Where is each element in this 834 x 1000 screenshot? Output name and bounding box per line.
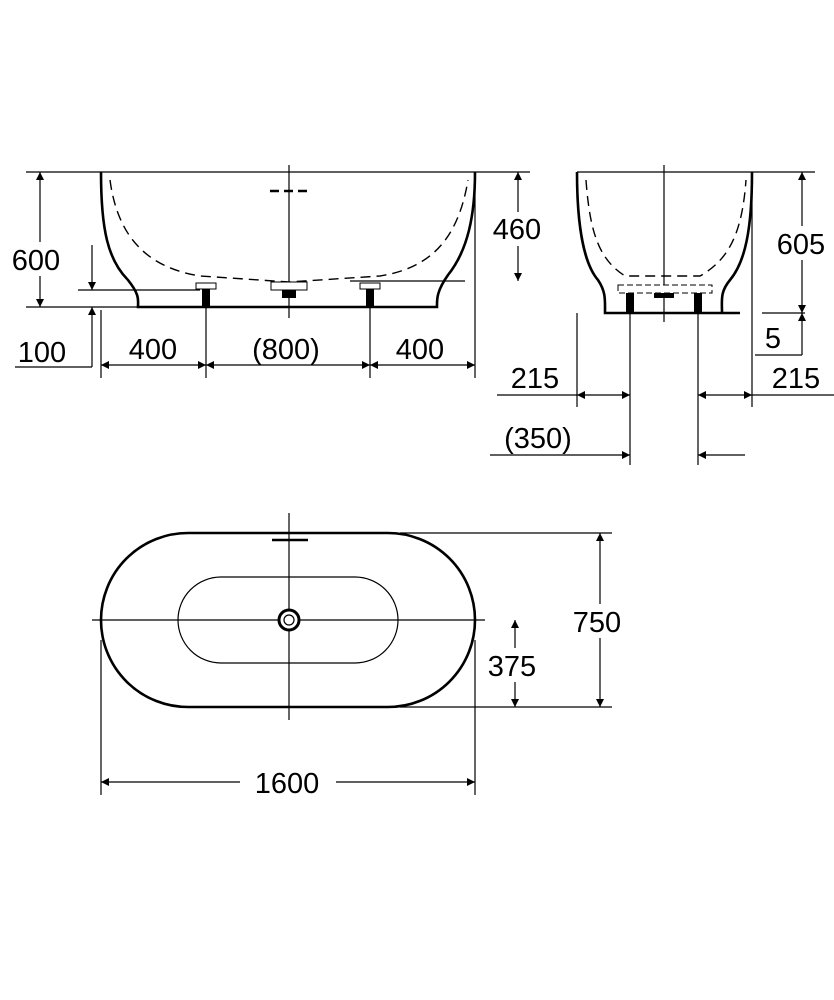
- dim-foot-height: 100: [18, 337, 66, 369]
- feet: [195, 281, 381, 307]
- dim-width: 750: [573, 607, 621, 639]
- dim-half-width: 375: [488, 651, 536, 683]
- front-view: 600 100 460 400 (800) 400: [8, 165, 548, 378]
- dim-foot-offset-left: 400: [129, 334, 177, 366]
- feet: [617, 284, 713, 313]
- dim-overall-height: 600: [12, 245, 60, 277]
- dim-foot-adjust: 5: [765, 323, 781, 355]
- drain-icon: [277, 608, 301, 632]
- dim-offset-right: 215: [772, 363, 820, 395]
- dim-foot-offset-right: 400: [396, 334, 444, 366]
- dim-inner-depth: 460: [493, 214, 541, 246]
- dim-length: 1600: [255, 768, 320, 800]
- dim-offset-left: 215: [511, 363, 559, 395]
- dim-overall-height: 605: [777, 229, 825, 261]
- dim-foot-spacing: (350): [504, 423, 572, 455]
- side-view: 605 5 215 215 (350): [490, 165, 834, 465]
- dim-foot-spacing: (800): [252, 334, 320, 366]
- top-view: 750 375 1600: [92, 513, 630, 800]
